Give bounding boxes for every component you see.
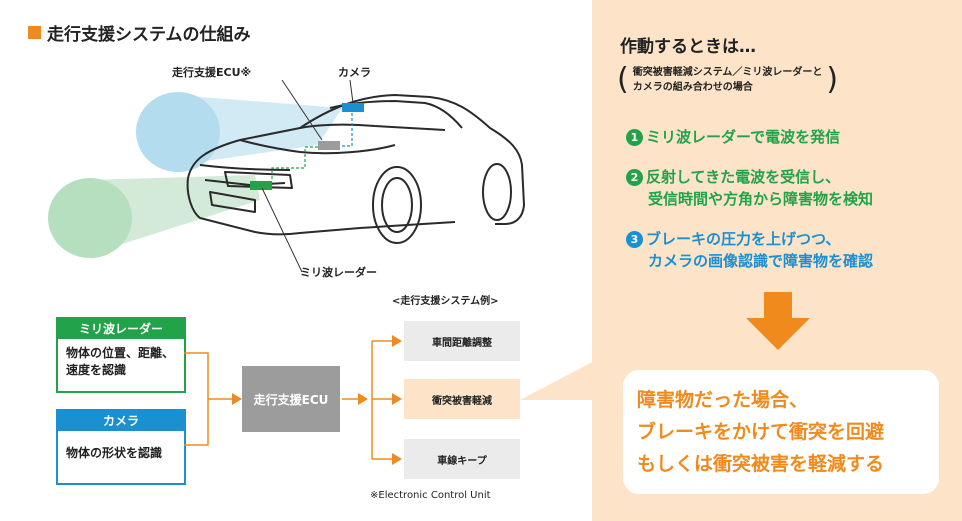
- system-distance-control: 車間距離調整: [404, 321, 520, 361]
- system-collision-mitigation: 衝突被害軽減: [404, 379, 520, 419]
- title-square-icon: [28, 26, 41, 39]
- ecu-unit: [318, 141, 340, 150]
- radar-box-body: 物体の位置、距離、 速度を認識: [66, 346, 175, 377]
- radar-beam: [48, 175, 260, 258]
- camera-box-body: 物体の形状を認識: [66, 446, 163, 460]
- footnote: ※Electronic Control Unit: [370, 490, 491, 501]
- radar-sensor: [250, 181, 272, 190]
- camera-callout: カメラ: [338, 66, 371, 79]
- ecu-box: 走行支援ECU: [242, 366, 340, 432]
- scenario-note: ( 衝突被害軽減システム／ミリ波レーダーと カメラの組み合わせの場合 ): [617, 62, 838, 98]
- system-lane-keep: 車線キープ: [404, 439, 520, 479]
- arrow-to-system-2: [392, 393, 402, 405]
- result-line-2: ブレーキをかけて衝突を回避: [637, 421, 885, 443]
- step-1-number-icon: 1: [626, 129, 643, 146]
- result-line-3: もしくは衝突被害を軽減する: [637, 453, 885, 475]
- radar-wire: [271, 146, 318, 181]
- result-box: 障害物だった場合、 ブレーキをかけて衝突を回避 もしくは衝突被害を軽減する: [623, 370, 939, 494]
- left-paren: (: [617, 62, 629, 97]
- ecu-leader: [281, 79, 323, 141]
- arrow-from-ecu: [358, 393, 368, 405]
- highlight-pointer: [520, 350, 615, 400]
- arrow-to-system-3: [392, 453, 402, 465]
- right-paren: ): [826, 62, 839, 97]
- arrow-to-system-1: [392, 335, 402, 347]
- down-arrow-icon: [746, 292, 810, 350]
- scenario-line-2: カメラの組み合わせの場合: [632, 82, 753, 93]
- step-2-number-icon: 2: [626, 169, 643, 186]
- panel-title: 作動するときは…: [620, 37, 756, 57]
- systems-title: <走行支援システム例>: [392, 296, 499, 307]
- step-3-number-icon: 3: [626, 231, 643, 248]
- camera-leader: [349, 79, 354, 104]
- radar-box: ミリ波レーダー 物体の位置、距離、 速度を認識: [56, 317, 186, 393]
- page-title: 走行支援システムの仕組み: [28, 20, 251, 45]
- radar-callout: ミリ波レーダー: [300, 266, 377, 279]
- camera-box-title: カメラ: [58, 411, 184, 431]
- arrow-to-ecu: [232, 393, 242, 405]
- radar-box-title: ミリ波レーダー: [58, 319, 184, 339]
- scenario-line-1: 衝突被害軽減システム／ミリ波レーダーと: [632, 67, 823, 78]
- camera-box: カメラ 物体の形状を認識: [56, 409, 186, 485]
- flow-connectors: [184, 335, 402, 465]
- camera-wire: [340, 113, 353, 147]
- radar-leader: [261, 187, 303, 273]
- ecu-callout: 走行支援ECU※: [172, 66, 252, 79]
- result-line-1: 障害物だった場合、: [637, 389, 809, 411]
- camera-sensor: [342, 103, 364, 112]
- car-illustration: [48, 79, 525, 273]
